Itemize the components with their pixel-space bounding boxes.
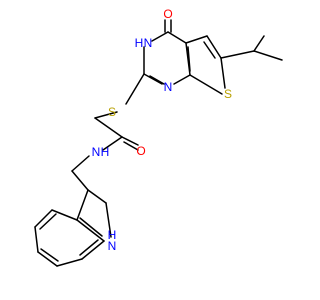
bond-line-38 <box>39 213 57 230</box>
bond-line-3 <box>151 31 169 42</box>
bond-line-14 <box>220 57 226 89</box>
bond-line-15 <box>189 74 223 95</box>
bond-line-24 <box>102 136 123 151</box>
bond-line-12 <box>206 35 222 59</box>
bond-line-20 <box>94 111 118 119</box>
atom-hydrogen-pyrimidinone: H <box>135 36 144 50</box>
bond-line-28 <box>105 202 112 238</box>
bond-line-17 <box>253 35 265 52</box>
atom-hydrogen-indole: H <box>108 228 117 242</box>
atom-sulfur-thioether: S <box>108 105 116 119</box>
molecule-structure: O H N N S S O N H N H <box>34 7 283 267</box>
bond-lines <box>34 19 283 267</box>
atom-nitrogen-pyrimidinone: N <box>144 36 153 50</box>
bond-line-10 <box>187 46 191 72</box>
bond-line-13 <box>203 41 216 59</box>
bond-line-4 <box>167 31 187 44</box>
bond-line-18 <box>253 50 283 61</box>
bond-line-6 <box>143 73 163 85</box>
bond-line-8 <box>173 74 191 85</box>
bond-line-26 <box>71 170 89 191</box>
atom-labels: O H N N S S O N H N H <box>92 7 232 253</box>
bond-line-39 <box>40 248 59 262</box>
bond-line-7 <box>149 75 165 85</box>
bond-line-32 <box>51 209 78 221</box>
atom-nitrogen-indole: N <box>108 239 117 253</box>
bond-line-37 <box>81 240 105 260</box>
bond-line-30 <box>76 219 105 242</box>
bond-line-25 <box>71 155 90 172</box>
bond-line-31 <box>79 217 103 237</box>
bond-line-35 <box>37 251 58 267</box>
bond-line-23 <box>123 141 139 151</box>
bond-line-22 <box>121 136 139 146</box>
atom-oxygen-amide: O <box>136 144 145 158</box>
bond-line-16 <box>220 50 255 59</box>
bond-line-33 <box>34 209 53 228</box>
atom-nitrogen-amide: N <box>92 145 101 159</box>
bond-line-29 <box>76 189 89 221</box>
atom-nitrogen-pyrimidine: N <box>164 80 173 94</box>
bond-line-34 <box>34 226 39 253</box>
bond-line-21 <box>94 117 123 138</box>
bond-line-11 <box>185 35 208 44</box>
atom-hydrogen-amide: H <box>101 145 110 159</box>
bond-line-19 <box>125 73 145 105</box>
bond-line-40 <box>79 239 99 256</box>
bond-line-36 <box>56 258 83 267</box>
bond-line-27 <box>87 189 107 204</box>
atom-sulfur-thiophene: S <box>224 87 232 101</box>
atom-oxygen-pyrimidinone: O <box>163 7 172 21</box>
